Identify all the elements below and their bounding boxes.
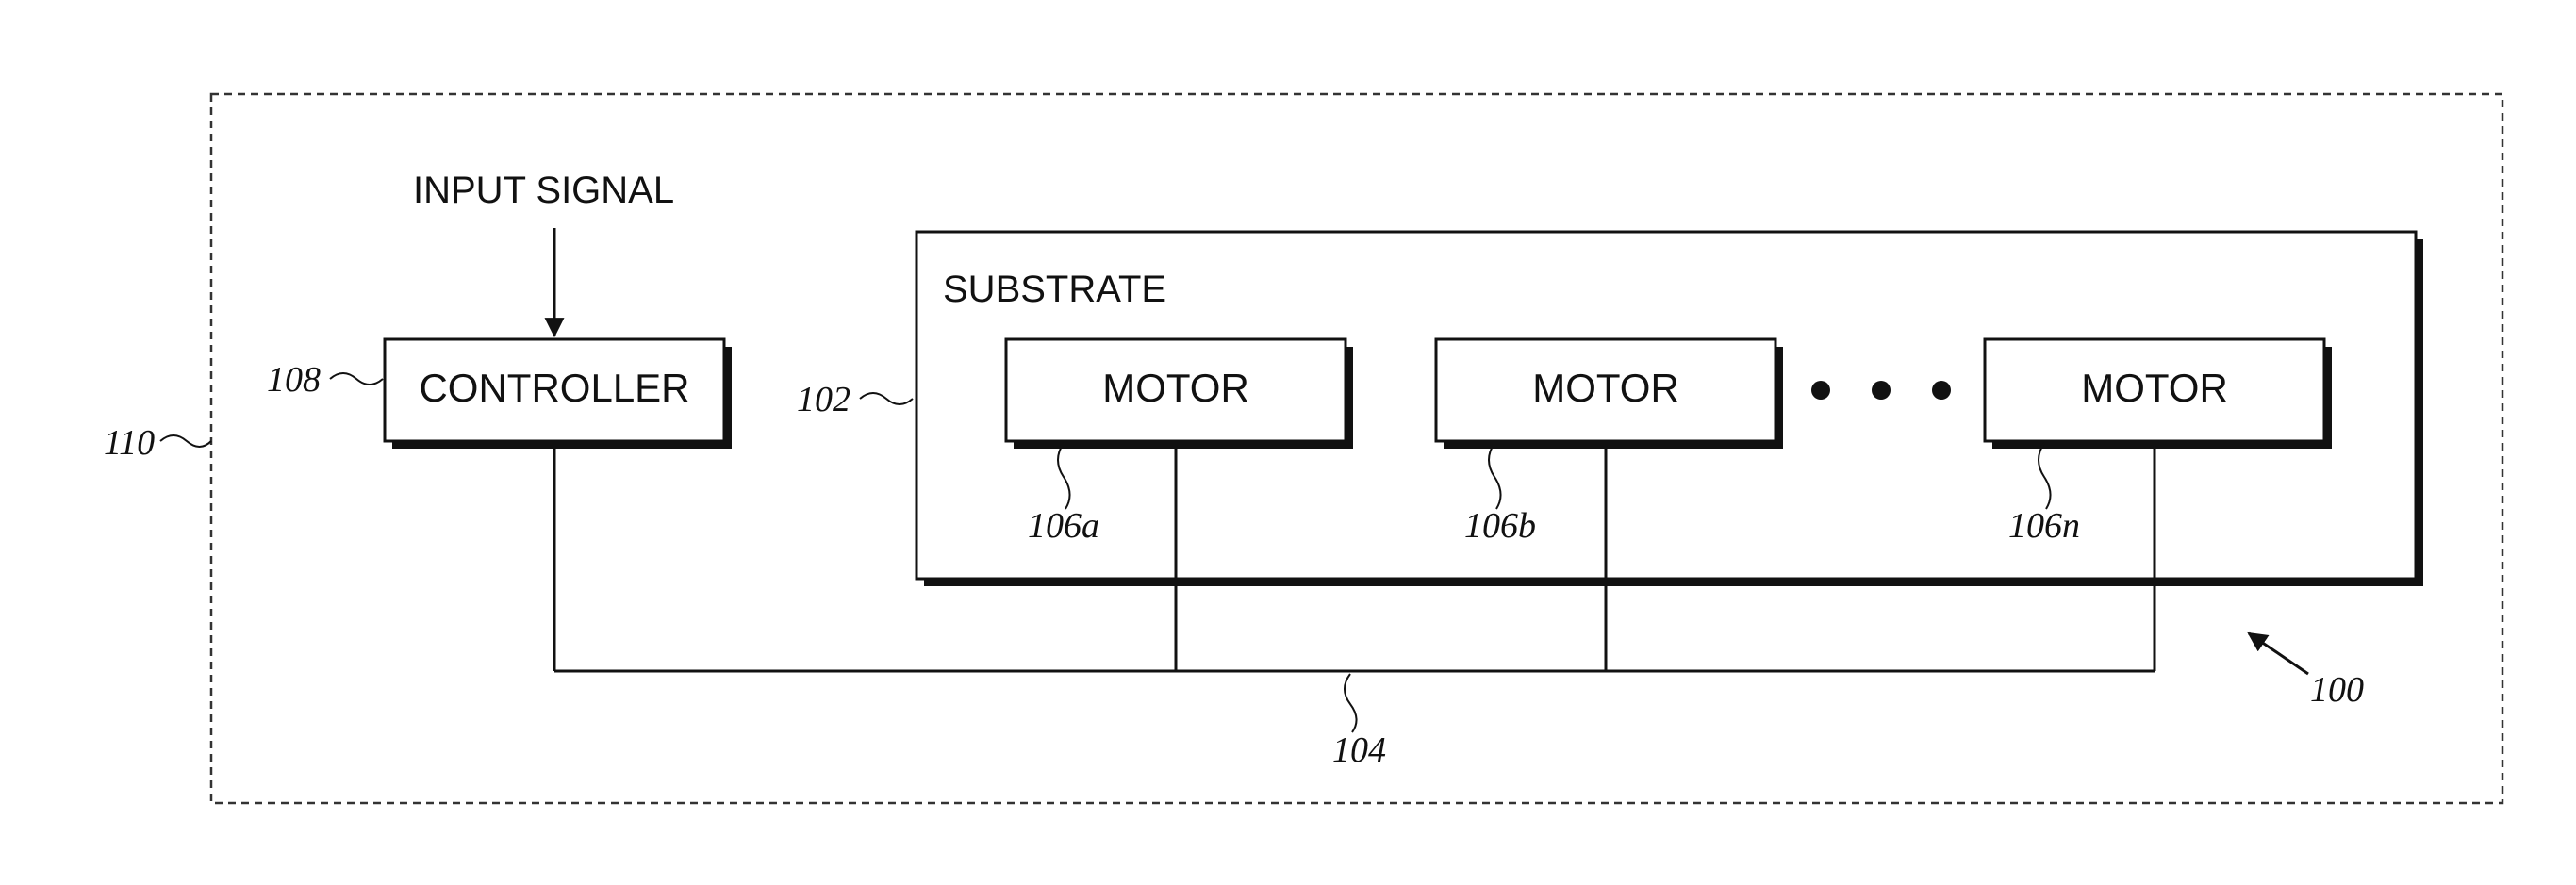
controller-label: CONTROLLER — [419, 366, 689, 410]
controller-leader — [330, 373, 383, 385]
outer-boundary-ref: 110 — [104, 423, 155, 463]
substrate-label: SUBSTRATE — [943, 269, 1166, 310]
ellipsis-dot-1 — [1811, 381, 1830, 400]
system-ref: 100 — [2310, 670, 2364, 710]
bus-ref: 104 — [1332, 730, 1386, 770]
controller-ref: 108 — [267, 360, 321, 400]
motor-a-label: MOTOR — [1102, 366, 1249, 410]
motor-n-ref: 106n — [2008, 506, 2080, 546]
motor-b-ref: 106b — [1464, 506, 1536, 546]
input-signal-label: INPUT SIGNAL — [413, 170, 674, 211]
substrate-ref: 102 — [797, 380, 850, 419]
motor-a-ref: 106a — [1028, 506, 1099, 546]
motor-n-label: MOTOR — [2081, 366, 2228, 410]
outer-boundary-leader — [160, 435, 211, 447]
substrate-leader — [860, 393, 913, 404]
system-arrow — [2249, 633, 2308, 674]
ellipsis-dot-2 — [1872, 381, 1891, 400]
motor-b-label: MOTOR — [1532, 366, 1679, 410]
ellipsis-dot-3 — [1932, 381, 1951, 400]
bus-leader — [1345, 674, 1357, 732]
